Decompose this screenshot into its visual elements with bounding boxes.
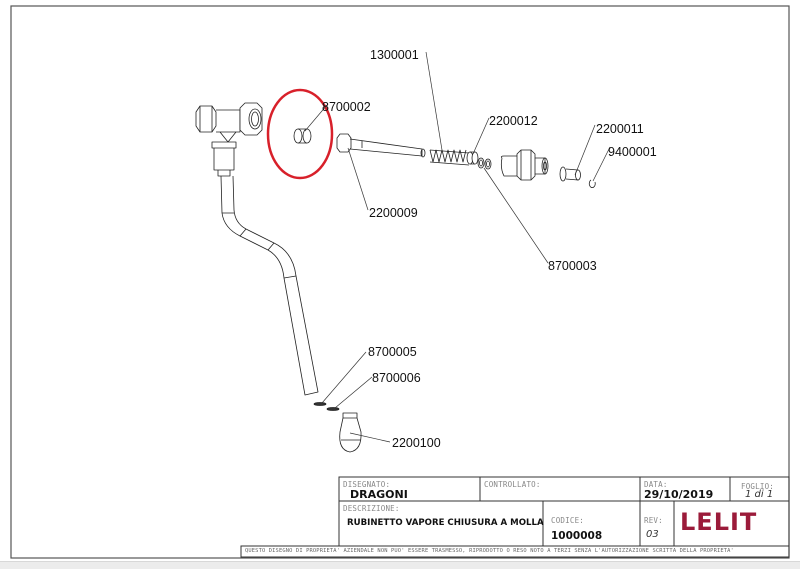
orings-8700003-part bbox=[477, 157, 492, 170]
callout-8700005: 8700005 bbox=[368, 345, 417, 359]
bushing-2200012-part bbox=[466, 151, 479, 165]
drawn-by-label: DISEGNATO: bbox=[343, 480, 391, 489]
date-value: 29/10/2019 bbox=[644, 488, 714, 501]
callout-1300001: 1300001 bbox=[370, 48, 419, 62]
stem-2200009-part bbox=[336, 133, 426, 158]
confidentiality-notice: QUESTO DISEGNO DI PROPRIETA' AZIENDALE N… bbox=[245, 548, 734, 554]
steam-pipe-part bbox=[220, 175, 319, 396]
washers-part bbox=[313, 402, 340, 411]
callout-8700002: 8700002 bbox=[322, 100, 371, 114]
title-block-grid bbox=[240, 476, 790, 558]
callout-2200100: 2200100 bbox=[392, 436, 441, 450]
code-label: CODICE: bbox=[551, 516, 585, 525]
highlight-circle bbox=[266, 88, 334, 180]
seal-8700002-part bbox=[293, 128, 312, 144]
clip-9400001-part bbox=[588, 179, 596, 189]
code-value: 1000008 bbox=[551, 530, 603, 542]
drawn-by-value: DRAGONI bbox=[350, 488, 408, 501]
checked-by-label: CONTROLLATO: bbox=[484, 480, 541, 489]
lelit-logo: LELIT bbox=[680, 508, 758, 536]
description-value: RUBINETTO VAPORE CHIUSURA A MOLLA bbox=[347, 518, 544, 528]
tee-fitting-part bbox=[195, 102, 263, 177]
sheet-label: FOGLIO: bbox=[741, 482, 775, 491]
nozzle-2200011-part bbox=[559, 166, 581, 182]
date-label: DATA: bbox=[644, 480, 668, 489]
callout-2200009: 2200009 bbox=[369, 206, 418, 220]
callout-8700003: 8700003 bbox=[548, 259, 597, 273]
nozzle-tip-2200100-part bbox=[339, 412, 362, 453]
callout-2200012: 2200012 bbox=[489, 114, 538, 128]
leader-lines bbox=[304, 51, 611, 443]
rev-label: REV: bbox=[644, 516, 663, 525]
callout-9400001: 9400001 bbox=[608, 145, 657, 159]
description-label: DESCRIZIONE: bbox=[343, 504, 400, 513]
callout-labels: 1300001 8700002 2200012 2200011 9400001 … bbox=[322, 48, 657, 450]
valve-body-part bbox=[500, 149, 549, 181]
callout-8700006: 8700006 bbox=[372, 371, 421, 385]
spring-1300001-part bbox=[429, 149, 470, 166]
drawing-frame bbox=[10, 5, 790, 559]
bottom-edge bbox=[0, 561, 800, 569]
sheet-value: 1 di 1 bbox=[745, 489, 774, 500]
callout-2200011: 2200011 bbox=[596, 122, 644, 136]
rev-value: 03 bbox=[646, 529, 659, 540]
